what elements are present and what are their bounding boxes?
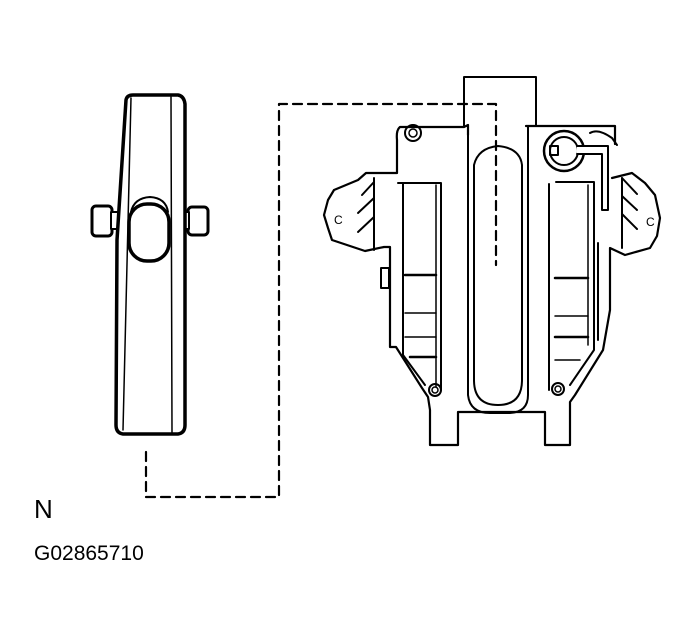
orientation-label: N	[34, 494, 53, 524]
figure-id-label: G02865710	[34, 542, 144, 565]
circular-fitting-icon	[542, 129, 618, 211]
svg-text:C: C	[646, 215, 655, 229]
housing-component: C C	[322, 76, 662, 447]
cover-component	[90, 93, 210, 436]
svg-text:C: C	[334, 213, 343, 227]
alignment-dashed-line	[144, 102, 498, 499]
bolt-left-icon	[90, 204, 121, 238]
